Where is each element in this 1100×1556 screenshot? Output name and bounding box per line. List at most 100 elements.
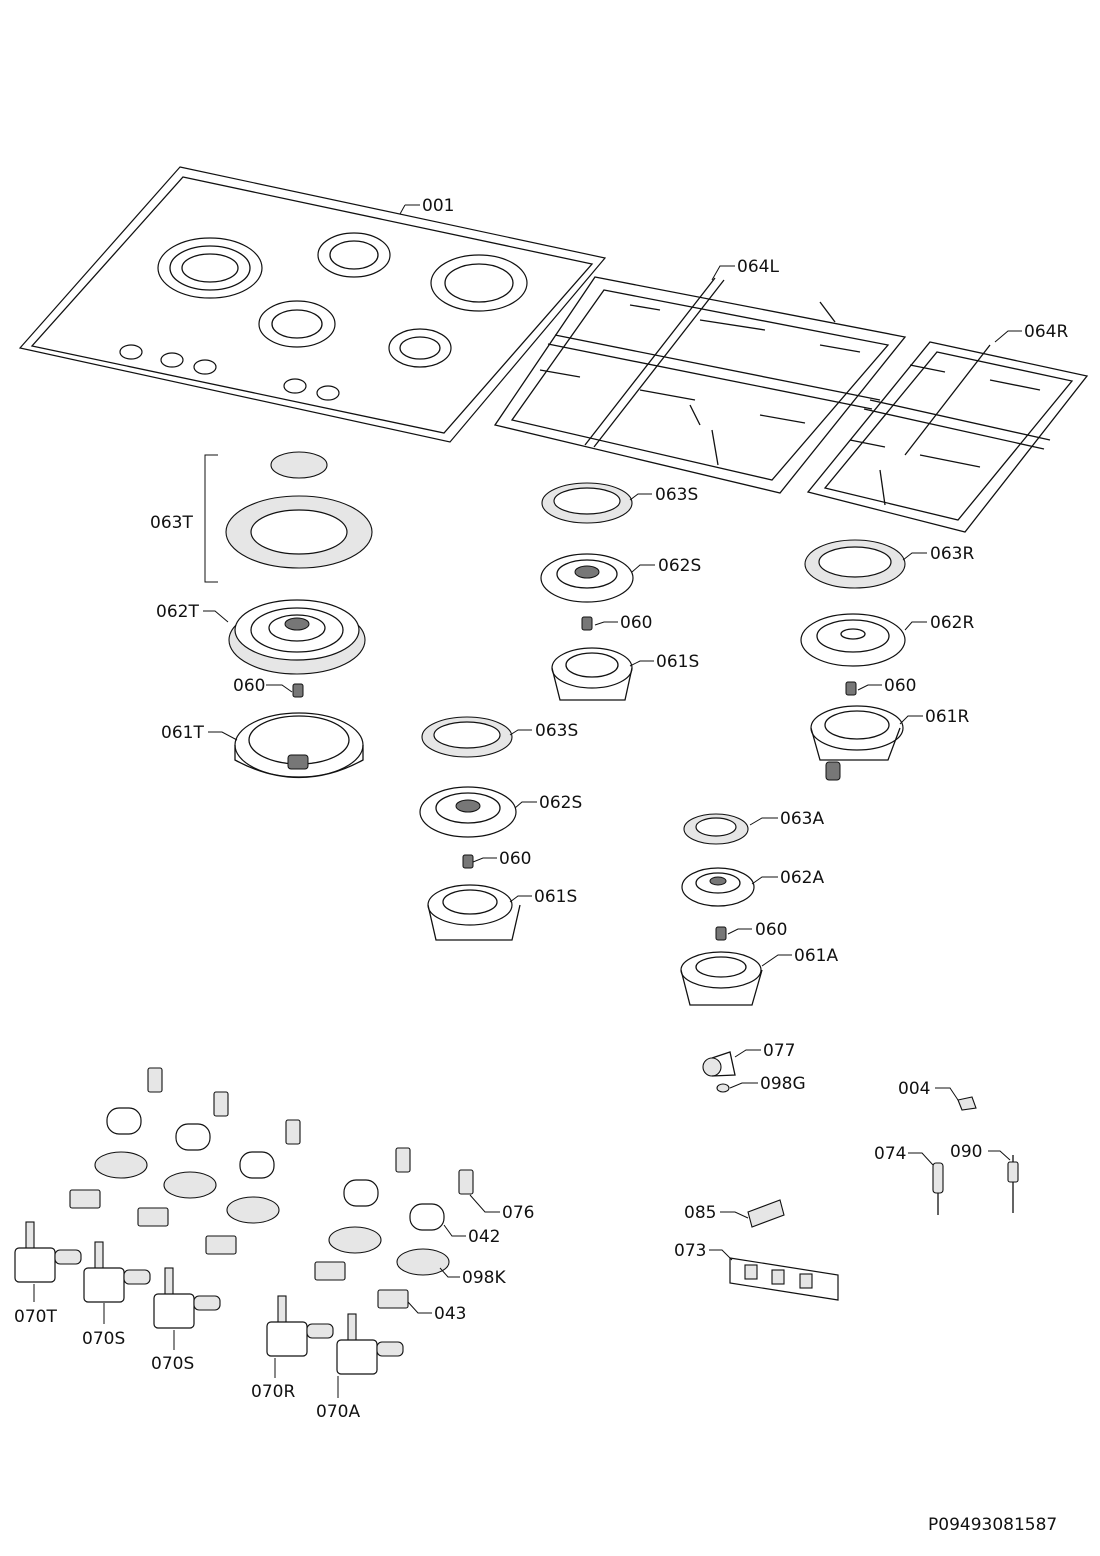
label-063R: 063R: [930, 544, 974, 564]
burner-body-061S-2[interactable]: [427, 884, 521, 941]
injector-060-triple[interactable]: [292, 683, 304, 698]
label-043: 043: [434, 1304, 466, 1324]
part-labels: 001 064L 064R 063T 062T 060 061T 063S 06…: [14, 196, 1068, 1422]
label-061A: 061A: [794, 946, 838, 966]
burner-cap-063S-2[interactable]: [421, 716, 513, 758]
knob-spring-076-2[interactable]: [213, 1091, 229, 1117]
label-090: 090: [950, 1142, 982, 1162]
clip-004[interactable]: [957, 1096, 977, 1111]
control-knob-042-2[interactable]: [175, 1123, 211, 1151]
injector-060-s2[interactable]: [462, 854, 474, 869]
ignition-switch-085[interactable]: [747, 1199, 785, 1228]
label-070S-1: 070S: [82, 1329, 125, 1349]
document-id: P09493081587: [928, 1515, 1057, 1535]
label-074: 074: [874, 1144, 906, 1164]
injector-060-s1[interactable]: [581, 616, 593, 631]
label-073: 073: [674, 1241, 706, 1261]
bracket-063T: [204, 454, 218, 583]
label-062R: 062R: [930, 613, 974, 633]
gasket-098G[interactable]: [716, 1083, 730, 1093]
burner-cap-063A[interactable]: [683, 813, 749, 845]
label-064R: 064R: [1024, 322, 1068, 342]
burner-cap-063R[interactable]: [804, 539, 906, 589]
label-070A: 070A: [316, 1402, 360, 1422]
knob-bezel-098K-1[interactable]: [94, 1151, 148, 1179]
label-076: 076: [502, 1203, 534, 1223]
knob-bezel-098K-5[interactable]: [396, 1248, 450, 1276]
label-062T: 062T: [156, 602, 199, 622]
gas-valve-070S-1[interactable]: [83, 1241, 151, 1303]
burner-body-061R[interactable]: [810, 705, 904, 781]
microswitch-043-4[interactable]: [314, 1261, 346, 1281]
leader-lines: [33, 204, 1022, 1398]
label-060-r: 060: [884, 676, 916, 696]
hob-top-plate[interactable]: [18, 166, 607, 443]
label-070S-2: 070S: [151, 1354, 194, 1374]
label-085: 085: [684, 1203, 716, 1223]
gas-valve-070R[interactable]: [266, 1295, 334, 1357]
label-061S-2: 061S: [534, 887, 577, 907]
control-knob-042-5[interactable]: [409, 1203, 445, 1231]
label-062S-2: 062S: [539, 793, 582, 813]
label-077: 077: [763, 1041, 795, 1061]
control-knob-042-4[interactable]: [343, 1179, 379, 1207]
burner-crown-062T[interactable]: [228, 599, 366, 675]
label-001: 001: [422, 196, 454, 216]
microswitch-043-5[interactable]: [377, 1289, 409, 1309]
label-063S-2: 063S: [535, 721, 578, 741]
label-064L: 064L: [737, 257, 779, 277]
label-063T: 063T: [150, 513, 193, 533]
label-062A: 062A: [780, 868, 824, 888]
ignition-plug-074[interactable]: [932, 1162, 944, 1215]
label-098G: 098G: [760, 1074, 806, 1094]
microswitch-043-3[interactable]: [205, 1235, 237, 1255]
burner-body-061S-1[interactable]: [551, 647, 633, 701]
label-070R: 070R: [251, 1382, 295, 1402]
microswitch-043-2[interactable]: [137, 1207, 169, 1227]
injector-060-r[interactable]: [845, 681, 857, 696]
burner-crown-062S-2[interactable]: [419, 786, 517, 838]
label-070T: 070T: [14, 1307, 57, 1327]
control-knob-042-3[interactable]: [239, 1151, 275, 1179]
label-060-triple: 060: [233, 676, 265, 696]
label-004: 004: [898, 1079, 930, 1099]
microswitch-043-1[interactable]: [69, 1189, 101, 1209]
label-061T: 061T: [161, 723, 204, 743]
pan-support-left[interactable]: [493, 276, 907, 494]
knob-bezel-098K-3[interactable]: [226, 1196, 280, 1224]
burner-crown-062R[interactable]: [800, 613, 906, 667]
thermocouple-090[interactable]: [1007, 1155, 1019, 1213]
label-062S-1: 062S: [658, 556, 701, 576]
label-061R: 061R: [925, 707, 969, 727]
elbow-connector-077[interactable]: [702, 1051, 736, 1077]
knob-bezel-098K-4[interactable]: [328, 1226, 382, 1254]
knob-spring-076-4[interactable]: [395, 1147, 411, 1173]
label-098K: 098K: [462, 1268, 506, 1288]
label-060-a: 060: [755, 920, 787, 940]
knob-spring-076-5[interactable]: [458, 1169, 474, 1195]
injector-060-a[interactable]: [715, 926, 727, 941]
burner-body-061A[interactable]: [680, 951, 763, 1006]
knob-spring-076-1[interactable]: [147, 1067, 163, 1093]
burner-cap-small-063T[interactable]: [270, 451, 328, 479]
label-060-s2: 060: [499, 849, 531, 869]
pan-support-right[interactable]: [806, 341, 1089, 533]
label-063S-1: 063S: [655, 485, 698, 505]
gas-valve-070S-2[interactable]: [153, 1267, 221, 1329]
gas-valve-070T[interactable]: [14, 1221, 82, 1283]
gas-valve-070A[interactable]: [336, 1313, 404, 1375]
burner-cap-ring-063T[interactable]: [225, 495, 373, 569]
knob-spring-076-3[interactable]: [285, 1119, 301, 1145]
control-knob-042-1[interactable]: [106, 1107, 142, 1135]
label-060-s1: 060: [620, 613, 652, 633]
label-042: 042: [468, 1227, 500, 1247]
burner-crown-062A[interactable]: [681, 867, 755, 907]
burner-cap-063S-1[interactable]: [541, 482, 633, 524]
label-063A: 063A: [780, 809, 824, 829]
knob-bezel-098K-2[interactable]: [163, 1171, 217, 1199]
burner-body-061T[interactable]: [234, 712, 364, 779]
ignition-module-073[interactable]: [729, 1257, 839, 1301]
label-061S-1: 061S: [656, 652, 699, 672]
burner-crown-062S-1[interactable]: [540, 553, 634, 603]
